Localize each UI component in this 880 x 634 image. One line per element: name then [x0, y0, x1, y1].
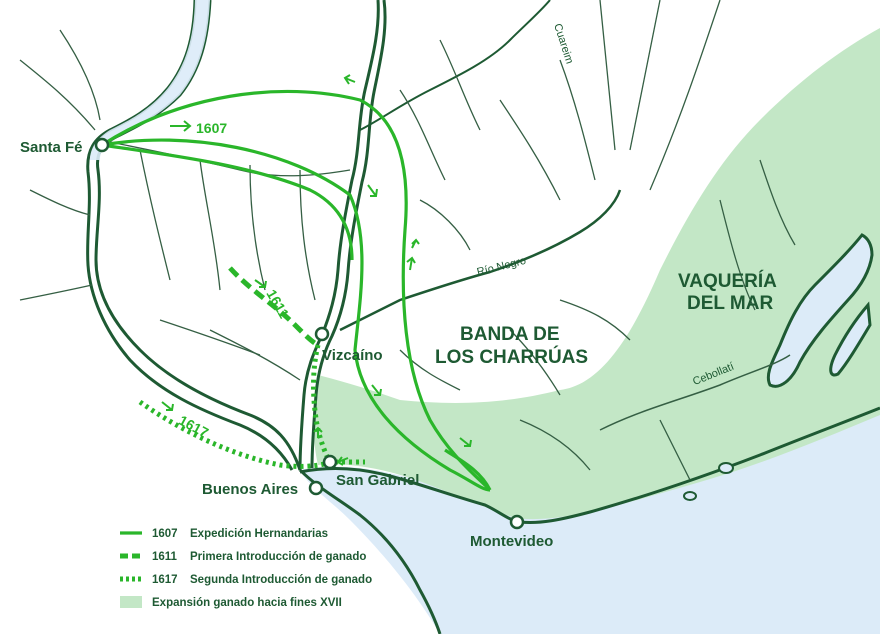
route-1611	[228, 266, 320, 348]
montevideo-label: Montevideo	[470, 533, 553, 550]
legend-label-expansion: Expansión ganado hacia fines XVII	[152, 597, 342, 609]
vaqueria-label-line1: VAQUERÍA	[678, 270, 777, 292]
legend-label-1607: Expedición Hernandarias	[190, 528, 328, 540]
vizcaino-marker	[314, 326, 330, 342]
route-1617	[138, 399, 365, 469]
legend-label-1611: Primera Introducción de ganado	[190, 551, 366, 563]
uruguay-river	[298, 0, 380, 471]
parana-river-bank-west	[86, 0, 294, 471]
small-lagoon-1	[718, 462, 734, 474]
santa-fe-marker	[94, 137, 110, 153]
laguna-mirim-water	[829, 301, 872, 377]
rio-negro	[339, 189, 622, 332]
legend-year-1611: 1611	[152, 551, 178, 563]
banda-charruas-label-line1: BANDA DE	[460, 324, 560, 345]
parana-river-bank-east	[94, 0, 302, 471]
rio-negro-label: Río Negro	[476, 255, 528, 279]
santa-fe-label: Santa Fé	[20, 139, 83, 156]
cuareim-river	[359, 0, 551, 131]
legend: 1607 Expedición Hernandarias 1611 Primer…	[120, 528, 372, 609]
legend-year-1617: 1617	[152, 574, 178, 586]
argentine-coastline	[298, 468, 442, 634]
banda-charruas-label-line2: LOS CHARRÚAS	[435, 346, 588, 368]
cebollati-river	[599, 354, 791, 431]
legend-swatch-area	[120, 596, 142, 608]
vizcaino-label: Vizcaíno	[322, 347, 383, 364]
route-1607-year: 1607	[196, 120, 227, 136]
legend-year-1607: 1607	[152, 528, 178, 540]
laguna-merin-water	[766, 233, 874, 388]
cuareim-label: Cuareim	[551, 22, 575, 65]
route-1607	[101, 89, 492, 492]
san-gabriel-label: San Gabriel	[336, 472, 419, 489]
buenos-aires-marker	[308, 480, 324, 496]
vaqueria-label-line2: DEL MAR	[687, 293, 773, 314]
route-arrows	[161, 74, 472, 466]
san-gabriel-marker	[322, 454, 338, 470]
legend-label-1617: Segunda Introducción de ganado	[190, 574, 372, 586]
coastline	[299, 406, 880, 524]
montevideo-marker	[509, 514, 525, 530]
buenos-aires-label: Buenos Aires	[202, 481, 298, 498]
rio-de-la-plata-water	[300, 410, 880, 634]
small-lagoon-2	[683, 491, 697, 501]
cattle-expansion-area	[313, 28, 880, 520]
